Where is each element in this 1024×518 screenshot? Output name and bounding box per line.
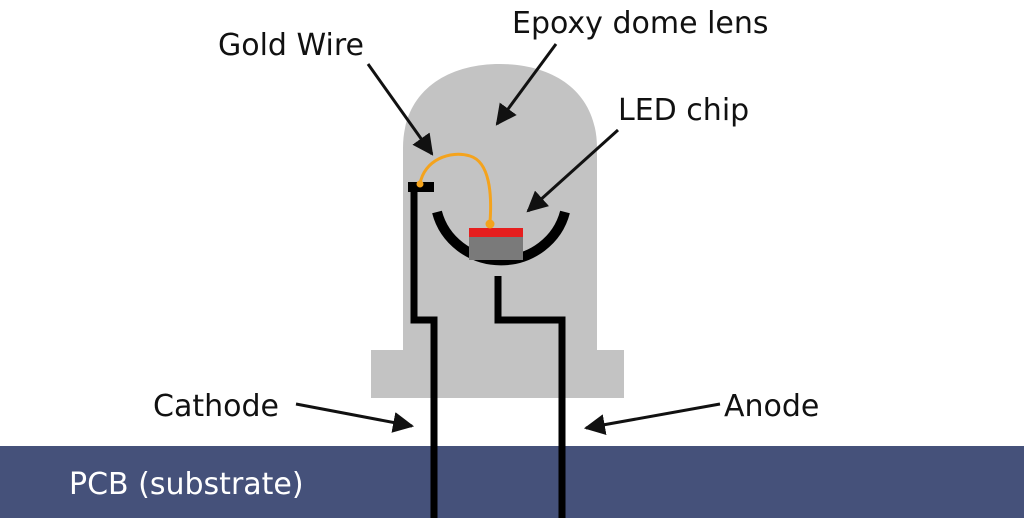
cathode-label: Cathode xyxy=(153,389,279,424)
epoxy-arrow xyxy=(495,43,558,126)
gold-wire-arrow xyxy=(366,63,434,156)
pcb-substrate xyxy=(0,446,1024,518)
anode-lead xyxy=(494,276,566,518)
gold-wire-label: Gold Wire xyxy=(218,28,364,63)
led-chip-label: LED chip xyxy=(618,93,749,128)
anode-arrow xyxy=(583,402,721,436)
gold-wire xyxy=(418,152,493,223)
led-chip-arrow xyxy=(526,128,620,213)
epoxy-dome-lens-label: Epoxy dome lens xyxy=(512,6,769,41)
led-chip-body xyxy=(469,236,523,260)
cathode-lead xyxy=(410,186,438,518)
cathode-arrow xyxy=(295,402,415,433)
led-chip-top xyxy=(469,228,523,237)
wire-bond-chip xyxy=(485,219,495,229)
reflector-cup xyxy=(432,210,570,266)
anode-label: Anode xyxy=(724,389,819,424)
pcb-label: PCB (substrate) xyxy=(69,467,304,502)
wire-bond-top xyxy=(416,180,424,188)
